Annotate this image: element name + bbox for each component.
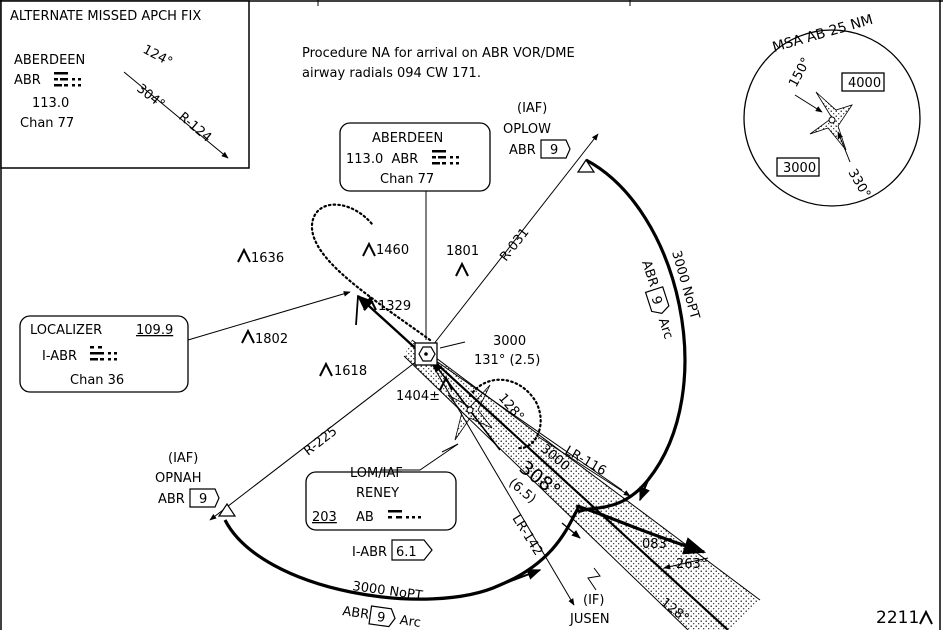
- vor-aberdeen-symbol: [414, 342, 438, 366]
- arc-east-labels: 3000 NoPT ABR 9 Arc: [638, 249, 702, 341]
- opnah-name: OPNAH: [155, 471, 201, 486]
- footer-code: 2211: [876, 608, 919, 628]
- obstacle-1460: 1460: [376, 243, 409, 258]
- arc-west-dme: 9: [376, 610, 386, 626]
- morse-code-icon: [388, 510, 421, 519]
- fix-triangles: [217, 158, 596, 517]
- localizer-course: [403, 339, 761, 630]
- aberdeen-freq-line: 113.0 ABR: [346, 152, 418, 167]
- opnah-role: (IAF): [168, 451, 198, 466]
- arc-east-suffix: Arc: [655, 316, 676, 341]
- arc-west-altitude: 3000 NoPT: [351, 579, 423, 604]
- oplow-dme: 9: [550, 143, 558, 158]
- segment-altitude: 3000: [493, 334, 526, 349]
- morse-code-icon: [54, 72, 81, 87]
- aberdeen-name: ABERDEEN: [372, 131, 443, 146]
- alt-vor-chan: Chan 77: [20, 116, 74, 131]
- alt-vor-id: ABR: [14, 73, 41, 88]
- opnah-dme: 9: [199, 492, 207, 507]
- alt-missed-title: ALTERNATE MISSED APCH FIX: [10, 9, 201, 24]
- fix-opnah: (IAF) OPNAH ABR 9: [155, 451, 220, 508]
- obstacle-1329: 1329: [378, 299, 411, 314]
- obstacle-1802: 1802: [255, 332, 288, 347]
- obstacle-icon: [439, 375, 453, 391]
- fix-jusen: (IF) JUSEN: [569, 567, 610, 627]
- footer: 2211: [876, 608, 933, 628]
- oplow-name: OPLOW: [503, 122, 551, 137]
- jusen-name: JUSEN: [569, 612, 610, 627]
- msa-circle: MSA AB 25 NM 150° 330° 4000 3000: [743, 12, 921, 207]
- lom-title: LOM/IAF: [350, 466, 403, 481]
- morse-code-icon: [90, 346, 117, 361]
- dme-arcs: [223, 158, 707, 601]
- segment-course-dist: 131° (2.5): [474, 353, 540, 368]
- obstacle-icon: [319, 361, 333, 377]
- fix-oplow: (IAF) OPLOW ABR 9: [503, 101, 571, 159]
- aberdeen-vor-box: ABERDEEN 113.0 ABR Chan 77: [339, 122, 491, 192]
- obstacle-icon: [241, 328, 255, 344]
- localizer-title: LOCALIZER: [30, 323, 102, 338]
- oplow-navaid: ABR: [509, 143, 536, 158]
- lom-dme-value: 6.1: [396, 545, 417, 560]
- jusen-role: (IF): [583, 593, 604, 608]
- radial-r225: R-225: [301, 424, 340, 459]
- procedure-note: Procedure NA for arrival on ABR VOR/DME …: [302, 46, 575, 81]
- lom-freq: 203: [312, 510, 337, 525]
- radial-lines: [187, 133, 631, 606]
- lom-dme-ident: I-ABR: [352, 545, 387, 560]
- radial-lr142: LR-142: [509, 512, 546, 558]
- arrow-east-labels: 083° 263°: [642, 537, 709, 572]
- lom-dme-label: I-ABR 6.1: [352, 539, 433, 561]
- obstacle-icon: [363, 295, 377, 311]
- arrow-course-in: 263°: [676, 557, 707, 572]
- localizer-ident: I-ABR: [42, 349, 77, 364]
- obstacle-icon: [919, 609, 933, 625]
- obstacle-1618: 1618: [334, 364, 367, 379]
- procedure-note-line-2: airway radials 094 CW 171.: [302, 66, 481, 81]
- radial-r031: R-031: [497, 225, 532, 264]
- obstacle-icon: [237, 247, 251, 263]
- alt-vor-freq: 113.0: [32, 96, 69, 111]
- obstacle-icon: [455, 261, 469, 277]
- alt-vor-name: ABERDEEN: [14, 53, 85, 68]
- lom-compass-star: [447, 384, 493, 441]
- msa-altitude-ne: 4000: [848, 76, 881, 91]
- arc-east-navaid: ABR: [638, 259, 661, 289]
- procedure-note-line-1: Procedure NA for arrival on ABR VOR/DME: [302, 46, 575, 61]
- lom-name: RENEY: [356, 486, 399, 501]
- opnah-navaid: ABR: [158, 492, 185, 507]
- obstacle-icon: [362, 241, 376, 257]
- arc-west-navaid: ABR: [341, 604, 370, 623]
- aberdeen-chan: Chan 77: [380, 172, 434, 187]
- oplow-role: (IAF): [517, 101, 547, 116]
- arrow-course-out: 083°: [642, 537, 673, 552]
- alternate-missed-approach-box: ALTERNATE MISSED APCH FIX ABERDEEN ABR 1…: [0, 0, 250, 169]
- arc-west-labels: 3000 NoPT ABR 9 Arc: [341, 579, 423, 630]
- compass-star-icon: [809, 91, 853, 151]
- obstacle-1801: 1801: [446, 244, 479, 259]
- arc-west-suffix: Arc: [399, 613, 422, 630]
- localizer-box: LOCALIZER 109.9 I-ABR Chan 36: [19, 315, 189, 393]
- lom-box: LOM/IAF RENEY 203 AB: [305, 443, 459, 531]
- obstacle-1404: 1404±: [396, 389, 440, 404]
- obstacle-1636: 1636: [251, 251, 284, 266]
- msa-altitude-sw: 3000: [783, 161, 816, 176]
- obstacles: 1636 1460 1801 1329 1802 1618 1404±: [237, 241, 479, 404]
- localizer-chan: Chan 36: [70, 373, 124, 388]
- lom-ident: AB: [356, 510, 374, 525]
- morse-code-icon: [432, 150, 459, 165]
- localizer-freq: 109.9: [136, 323, 173, 338]
